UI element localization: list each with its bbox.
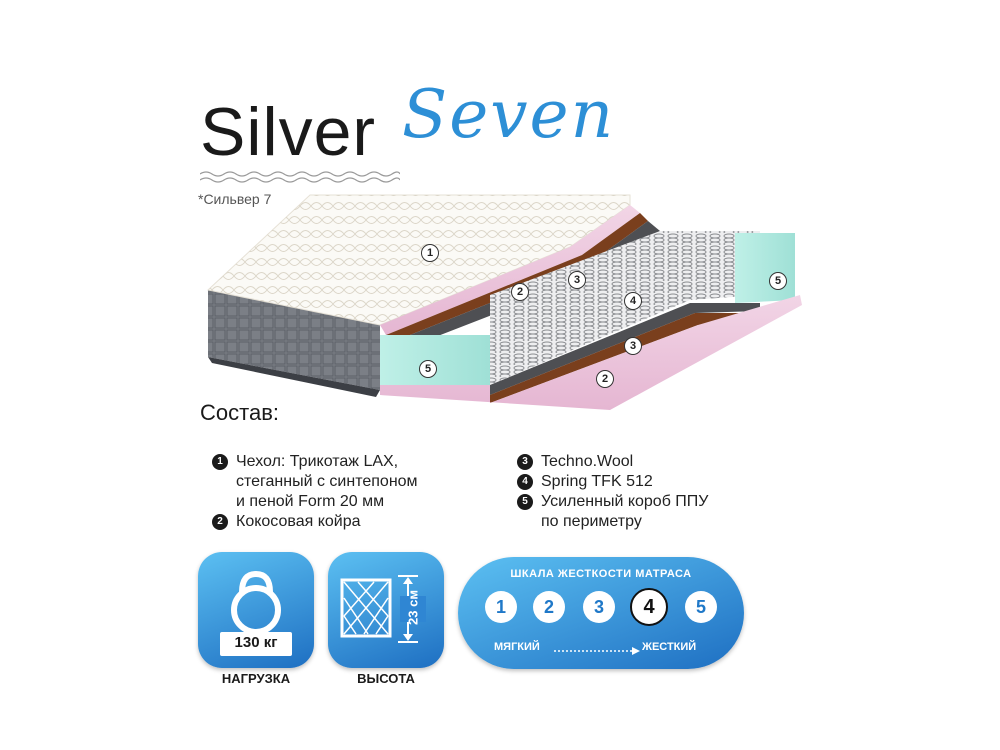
height-caption: ВЫСОТА: [357, 671, 415, 686]
mattress-height-icon: [340, 575, 426, 643]
number-bullet: 5: [517, 494, 533, 510]
callout-5-right: 5: [769, 272, 787, 290]
list-item-text: Techno.Wool: [541, 453, 634, 470]
height-badge: 23 см: [328, 552, 444, 668]
brand-name: Silver: [200, 94, 377, 170]
callout-2: 2: [511, 283, 529, 301]
list-item-text: Усиленный короб ППУ по периметру: [541, 493, 709, 530]
load-badge: 130 кг: [198, 552, 314, 668]
brand-subtitle: *Сильвер 7: [198, 191, 272, 207]
list-item: 3 Techno.Wool: [517, 452, 747, 472]
number-bullet: 1: [212, 454, 228, 470]
list-item-text: Кокосовая койра: [236, 513, 361, 530]
firmness-level-4-selected: 4: [630, 588, 668, 626]
firmness-scale: ШКАЛА ЖЕСТКОСТИ МАТРАСА 1 2 3 4 5 МЯГКИЙ…: [458, 557, 744, 669]
composition-title: Состав:: [200, 400, 279, 425]
callout-3: 3: [568, 271, 586, 289]
callout-2-lower: 2: [596, 370, 614, 388]
number-bullet: 4: [517, 474, 533, 490]
wave-decoration-icon: [200, 171, 400, 183]
firmness-level-5: 5: [685, 591, 717, 623]
list-item: 4 Spring TFK 512: [517, 472, 747, 492]
callout-1: 1: [421, 244, 439, 262]
kettlebell-icon: [220, 570, 292, 656]
list-item: 2 Кокосовая койра: [212, 512, 502, 532]
arrow-right-icon: [554, 647, 640, 655]
load-value: 130 кг: [234, 634, 278, 651]
brand-script-name: Seven: [402, 76, 616, 153]
mattress-cutaway-illustration: [206, 194, 802, 410]
callout-5-left: 5: [419, 360, 437, 378]
composition-list-right: 3 Techno.Wool 4 Spring TFK 512 5 Усиленн…: [517, 452, 747, 532]
list-item-text: Чехол: Трикотаж LAX, стеганный с синтепо…: [236, 453, 418, 510]
callout-3-lower: 3: [624, 337, 642, 355]
firmness-level-3: 3: [583, 591, 615, 623]
hard-label: ЖЕСТКИЙ: [642, 641, 697, 653]
firmness-level-1: 1: [485, 591, 517, 623]
callout-4: 4: [624, 292, 642, 310]
number-bullet: 2: [212, 514, 228, 530]
list-item: 1 Чехол: Трикотаж LAX, стеганный с синте…: [212, 452, 502, 512]
list-item: 5 Усиленный короб ППУ по периметру: [517, 492, 747, 532]
list-item-text: Spring TFK 512: [541, 473, 653, 490]
firmness-scale-title: ШКАЛА ЖЕСТКОСТИ МАТРАСА: [510, 568, 692, 580]
firmness-level-2: 2: [533, 591, 565, 623]
height-value: 23 см: [405, 590, 421, 625]
composition-list-left: 1 Чехол: Трикотаж LAX, стеганный с синте…: [212, 452, 502, 532]
load-caption: НАГРУЗКА: [221, 671, 291, 686]
soft-label: МЯГКИЙ: [494, 641, 540, 653]
number-bullet: 3: [517, 454, 533, 470]
